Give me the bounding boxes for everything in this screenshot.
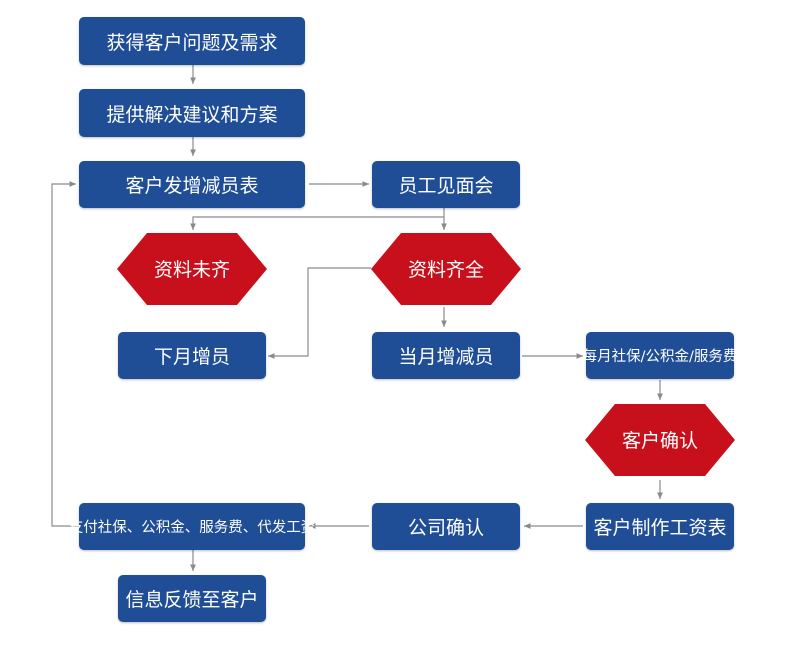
node-label: 每月社保/公积金/服务费 [582, 349, 738, 365]
decision-label: 资料齐全 [408, 259, 484, 281]
decision-docs-complete: 资料齐全 [371, 233, 521, 305]
node-label: 信息反馈至客户 [125, 589, 259, 611]
node-label: 公司确认 [407, 517, 484, 539]
node-this-month: 当月增减员 [372, 332, 520, 379]
node-send-table: 客户发增减员表 [79, 161, 305, 208]
node-company-confirm: 公司确认 [372, 503, 520, 550]
node-next-month: 下月增员 [118, 332, 266, 379]
node-provide-solution: 提供解决建议和方案 [79, 89, 305, 137]
decision-customer-confirm: 客户确认 [585, 404, 735, 476]
decision-label: 客户确认 [622, 430, 698, 452]
arrow-complete-to-next-month [268, 267, 371, 359]
node-label: 支付社保、公积金、服务费、代发工资 [68, 520, 316, 536]
node-label: 员工见面会 [398, 175, 494, 197]
node-label: 客户发增减员表 [125, 175, 259, 197]
decision-label: 资料未齐 [154, 259, 230, 281]
node-monthly-fees: 每月社保/公积金/服务费 [583, 332, 737, 379]
arrow-pay-loop-to-table [51, 181, 79, 527]
node-label: 获得客户问题及需求 [106, 31, 278, 54]
node-label: 下月增员 [153, 346, 230, 368]
node-pay-all: 支付社保、公积金、服务费、代发工资 [69, 503, 315, 550]
node-feedback: 信息反馈至客户 [118, 575, 266, 622]
node-label: 提供解决建议和方案 [106, 103, 278, 126]
node-label: 当月增减员 [398, 346, 494, 368]
node-make-payroll: 客户制作工资表 [586, 503, 734, 550]
node-get-needs: 获得客户问题及需求 [79, 17, 305, 65]
node-label: 客户制作工资表 [593, 517, 727, 539]
arrow-branch-to-missing [190, 216, 444, 230]
node-staff-meeting: 员工见面会 [372, 161, 520, 208]
decision-docs-missing: 资料未齐 [117, 233, 267, 305]
